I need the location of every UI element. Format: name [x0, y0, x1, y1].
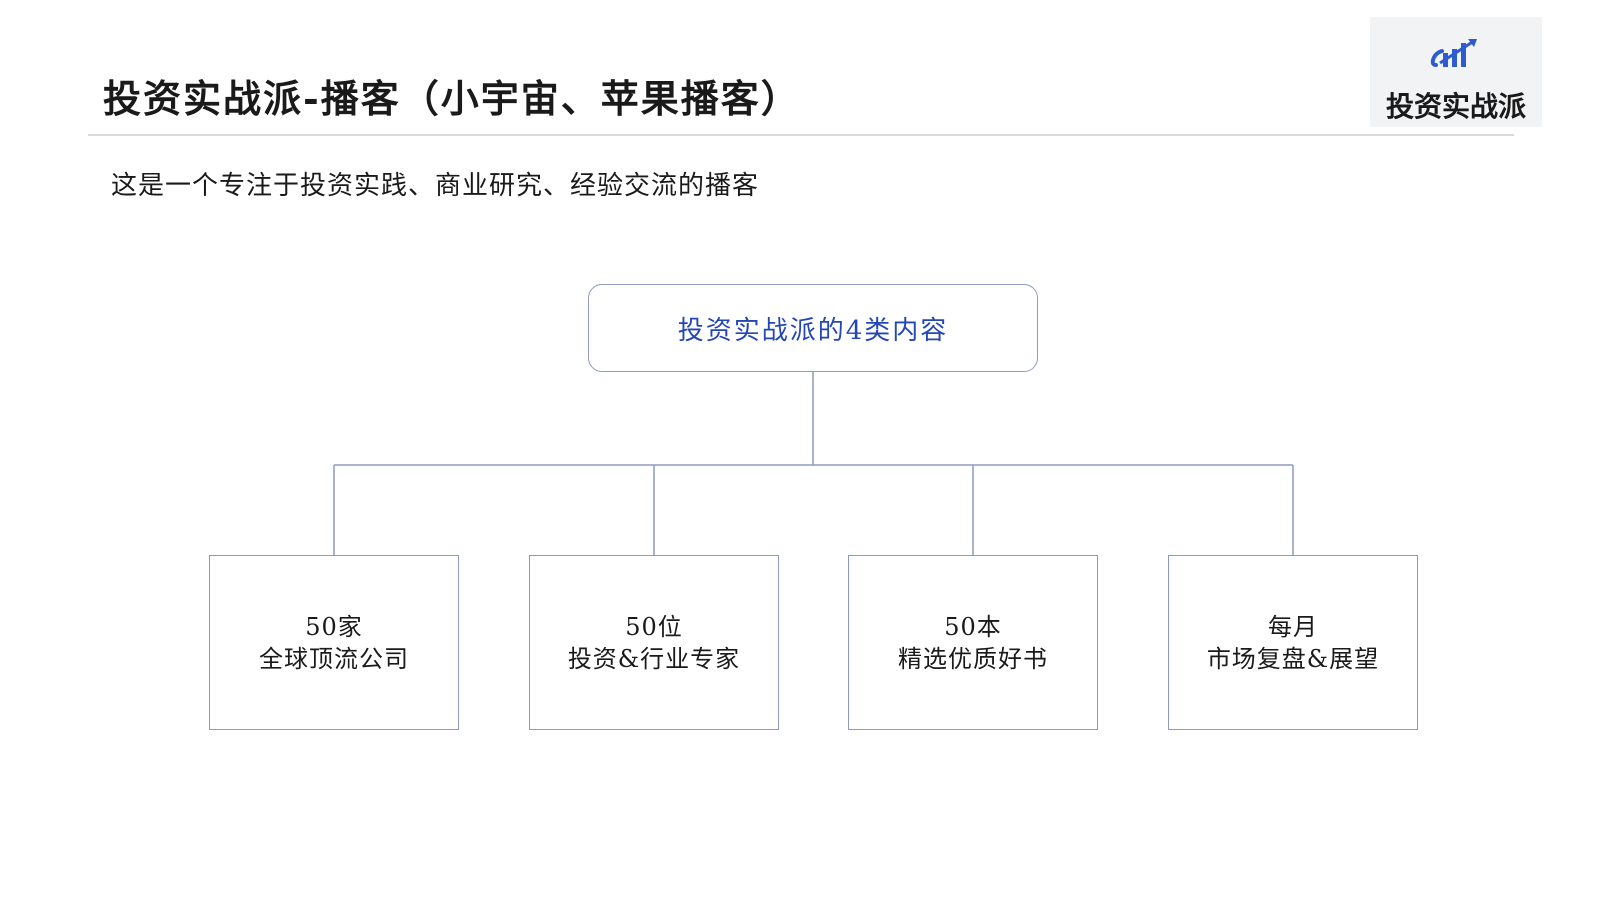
- root-node-label: 投资实战派的4类内容: [677, 315, 949, 346]
- brand-logo: 投资实战派: [1370, 17, 1542, 127]
- bar-chart-arrow-icon: [1430, 39, 1477, 67]
- diagram-child-node-experts: 50位 投资&行业专家: [529, 555, 779, 730]
- child-node-count: 50家: [305, 612, 363, 641]
- child-node-label: 精选优质好书: [898, 644, 1048, 673]
- header-divider: [88, 134, 1514, 136]
- diagram-child-node-companies: 50家 全球顶流公司: [209, 555, 459, 730]
- child-node-label: 全球顶流公司: [259, 644, 409, 673]
- child-node-label: 投资&行业专家: [567, 644, 741, 673]
- child-node-count: 每月: [1268, 612, 1318, 641]
- child-node-count: 50本: [944, 612, 1002, 641]
- child-node-label: 市场复盘&展望: [1206, 644, 1380, 673]
- page-subtitle: 这是一个专注于投资实践、商业研究、经验交流的播客: [111, 171, 760, 201]
- page-title: 投资实战派-播客（小宇宙、苹果播客）: [103, 76, 801, 121]
- diagram-child-node-market-review: 每月 市场复盘&展望: [1168, 555, 1418, 730]
- logo-text: 投资实战派: [1385, 90, 1526, 123]
- diagram-root-node: 投资实战派的4类内容: [588, 284, 1038, 372]
- diagram-child-node-books: 50本 精选优质好书: [848, 555, 1098, 730]
- child-node-count: 50位: [625, 612, 683, 641]
